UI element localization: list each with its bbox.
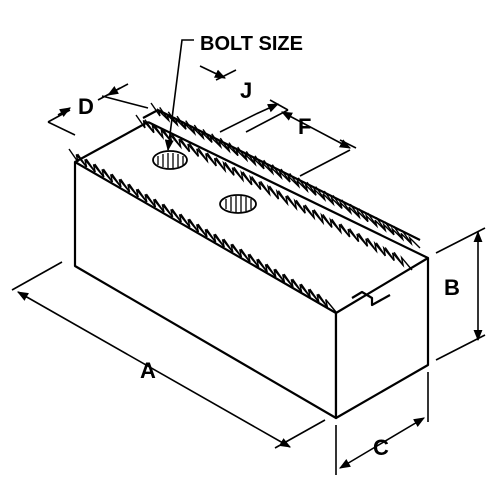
dimension-f xyxy=(245,99,357,177)
serration-tooth xyxy=(206,152,217,167)
serration-tooth xyxy=(304,204,315,219)
serration-tooth xyxy=(283,273,294,288)
serration-tooth xyxy=(317,293,328,308)
label-d: D xyxy=(78,94,94,119)
bolt-size-leader xyxy=(164,39,194,152)
dimension-b xyxy=(435,227,486,361)
label-j: J xyxy=(240,78,252,103)
top-outline xyxy=(74,109,429,307)
end-face xyxy=(334,256,430,420)
serration-tooth xyxy=(357,232,369,247)
serration-tooth xyxy=(180,213,191,228)
serration-tooth xyxy=(77,153,88,168)
serration-tooth xyxy=(171,133,182,148)
serration-tooth xyxy=(292,278,303,293)
serration-tooth xyxy=(120,178,131,193)
serration-tooth xyxy=(223,238,234,253)
label-a: A xyxy=(140,358,156,383)
serration-tooth xyxy=(393,251,404,266)
serration-tooth xyxy=(286,195,297,209)
serration-tooth xyxy=(309,288,320,303)
serration-tooth xyxy=(215,157,226,171)
serration-tooth xyxy=(375,242,386,257)
serration-tooth xyxy=(111,173,122,188)
serration-tooth xyxy=(179,138,191,153)
serration-tooth xyxy=(268,185,280,200)
serration-tooth xyxy=(154,198,165,213)
labels: BOLT SIZE A B C D F J xyxy=(78,33,460,460)
serration-tooth xyxy=(128,183,139,198)
dimension-c xyxy=(335,372,429,475)
serrations xyxy=(68,102,421,313)
serration-tooth xyxy=(295,199,306,214)
serration-tooth xyxy=(171,208,182,223)
serration-tooth xyxy=(219,137,230,152)
serration-tooth xyxy=(163,203,174,218)
serration-tooth xyxy=(94,163,105,178)
dimension-d xyxy=(47,83,149,136)
bolt-hole-2 xyxy=(219,194,257,214)
bolt-hole-1 xyxy=(152,150,188,170)
serration-tooth xyxy=(331,218,342,233)
serration-tooth xyxy=(242,171,253,186)
serration-tooth xyxy=(211,133,222,148)
serration-tooth xyxy=(349,228,360,242)
serration-tooth xyxy=(251,176,262,190)
dimension-a xyxy=(11,261,326,449)
serration-tooth xyxy=(202,129,213,143)
serration-tooth xyxy=(68,148,79,163)
serration-tooth xyxy=(150,102,161,117)
label-c: C xyxy=(373,435,389,460)
serration-tooth xyxy=(322,214,333,228)
serration-tooth xyxy=(277,190,288,205)
serration-tooth xyxy=(274,268,285,283)
label-f: F xyxy=(298,114,311,139)
serration-tooth xyxy=(249,253,260,268)
serration-tooth xyxy=(145,193,156,208)
serration-tooth xyxy=(197,147,208,162)
serration-tooth xyxy=(197,223,208,238)
serration-tooth xyxy=(300,283,311,298)
bolt-holes xyxy=(152,150,257,214)
serration-tooth xyxy=(102,168,113,183)
serration-tooth xyxy=(266,263,277,278)
serration-tooth xyxy=(188,218,199,233)
serration-tooth xyxy=(137,188,148,203)
serration-tooth xyxy=(257,258,268,273)
serration-tooth xyxy=(214,233,225,248)
serration-tooth xyxy=(260,180,271,195)
serration-tooth xyxy=(340,223,351,238)
label-b: B xyxy=(444,275,460,300)
serration-tooth xyxy=(384,247,395,261)
dimension-j xyxy=(199,65,280,133)
serration-tooth xyxy=(240,248,251,263)
dimension-lines xyxy=(11,39,486,475)
serration-tooth xyxy=(224,161,235,176)
serration-tooth xyxy=(193,124,204,139)
serration-tooth xyxy=(366,237,377,252)
serration-tooth xyxy=(313,209,324,224)
serration-tooth xyxy=(233,166,244,181)
serration-tooth xyxy=(206,228,217,243)
serration-tooth xyxy=(135,114,146,129)
serration-tooth xyxy=(85,158,96,173)
serration-tooth xyxy=(231,243,242,258)
label-bolt-size: BOLT SIZE xyxy=(200,33,303,55)
serration-tooth xyxy=(188,143,199,157)
